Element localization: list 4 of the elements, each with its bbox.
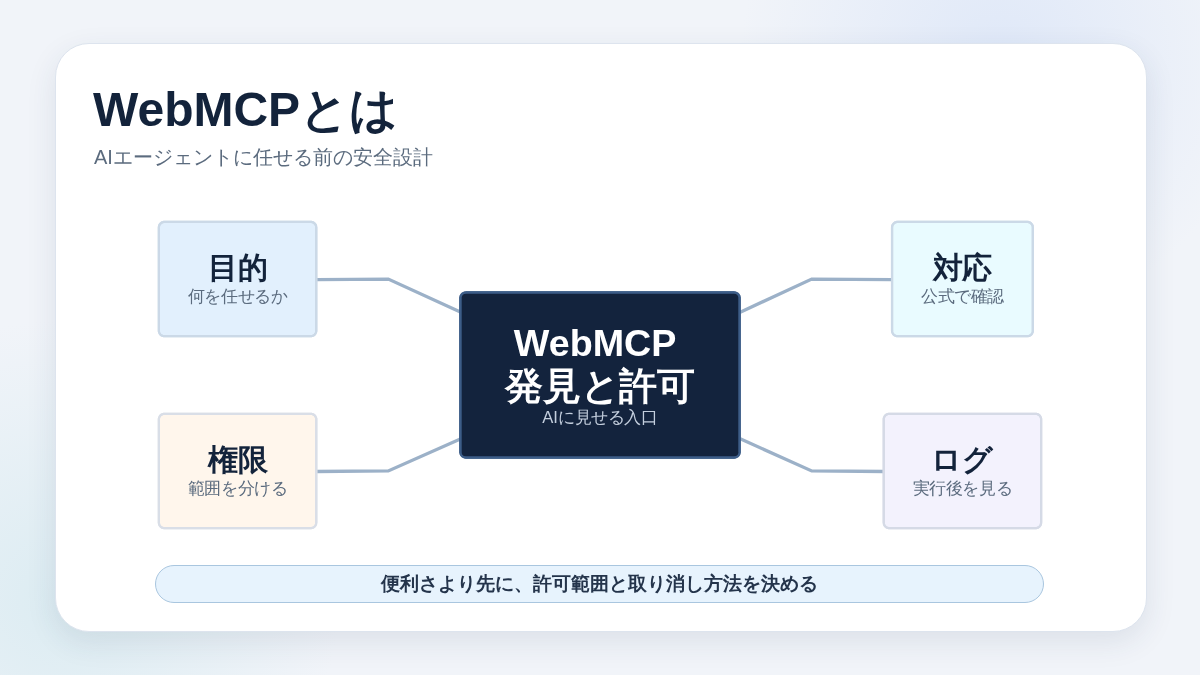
title: WebMCPとは <box>93 84 399 137</box>
subtitle: AIエージェントに任せる前の安全設計 <box>94 145 433 169</box>
summary-banner: 便利さより先に、許可範囲と取り消し方法を決める <box>155 565 1044 603</box>
connector <box>739 277 893 314</box>
